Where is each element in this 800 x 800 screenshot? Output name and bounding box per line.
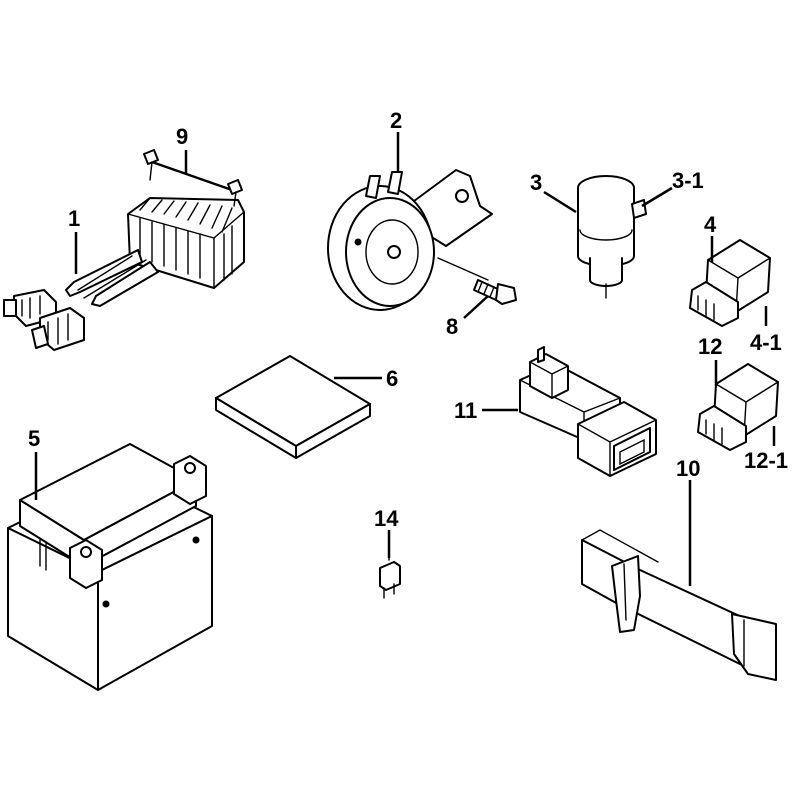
pad [215, 355, 371, 459]
label-6: 6 [386, 366, 398, 391]
leader-8 [463, 295, 489, 319]
label-3-1: 3-1 [672, 168, 704, 193]
connector-housing [519, 346, 657, 477]
label-10: 10 [676, 456, 700, 481]
label-12: 12 [698, 334, 722, 359]
label-8: 8 [446, 314, 458, 339]
label-1: 1 [68, 206, 80, 231]
label-2: 2 [390, 108, 402, 133]
label-3: 3 [530, 170, 542, 195]
bolts [143, 149, 243, 207]
leader-3-1 [641, 186, 673, 208]
bolt-8 [473, 279, 517, 305]
label-9: 9 [176, 124, 188, 149]
horn [327, 169, 493, 311]
battery [7, 443, 213, 691]
buzzer-relay [577, 175, 647, 299]
label-4-1: 4-1 [750, 330, 782, 355]
relay-4 [689, 239, 771, 327]
battery-strap [581, 529, 777, 681]
label-4: 4 [704, 212, 717, 237]
label-14: 14 [374, 506, 399, 531]
leader-3 [543, 190, 577, 214]
label-5: 5 [28, 426, 40, 451]
relay-12 [697, 363, 779, 451]
label-11: 11 [454, 398, 477, 423]
regulator-rectifier [3, 197, 245, 351]
label-12-1: 12-1 [744, 448, 788, 473]
